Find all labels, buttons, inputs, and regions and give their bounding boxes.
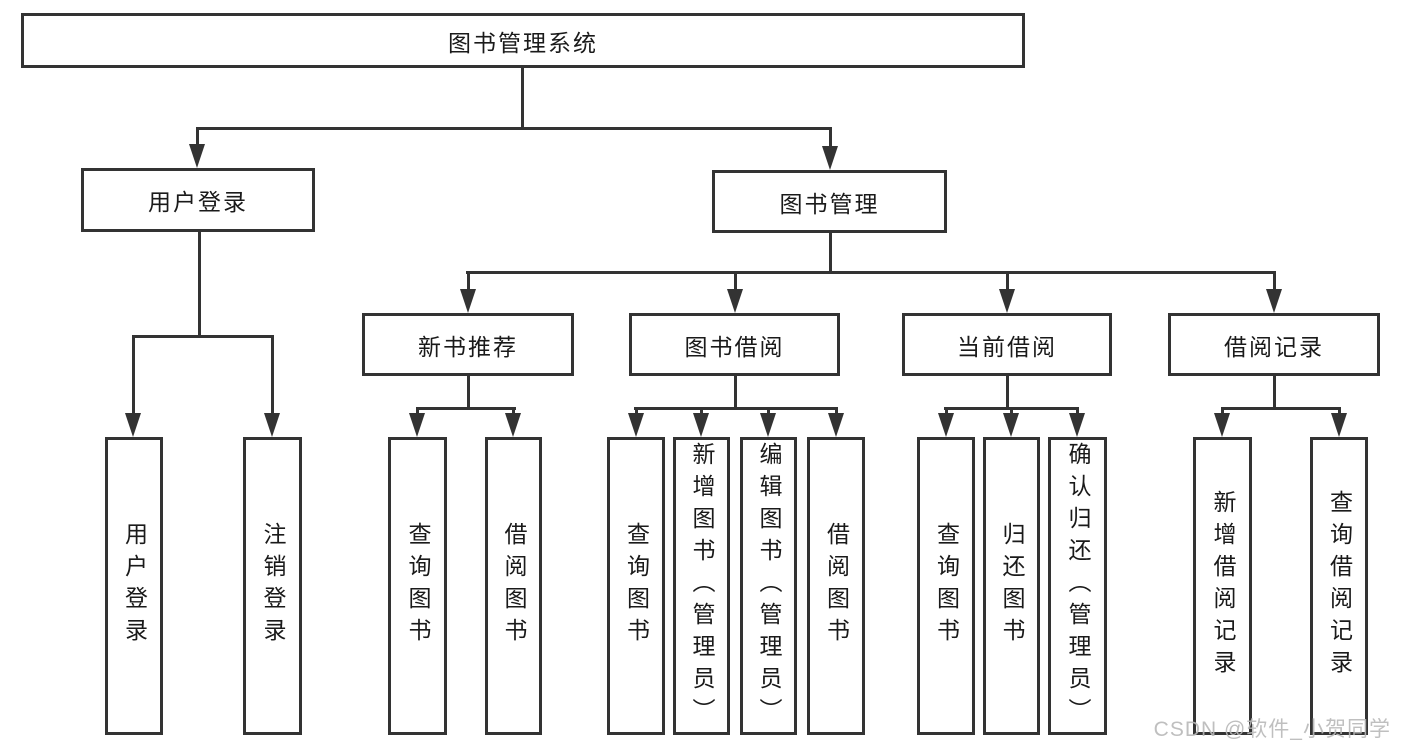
connector-line (1221, 407, 1341, 410)
connector-line (635, 407, 638, 417)
arrow-down-icon (828, 413, 844, 437)
arrow-down-icon (1331, 413, 1347, 437)
connector-line (196, 127, 832, 130)
arrow-down-icon (125, 413, 141, 437)
leaf-query-books-borrow-label: 查询图书 (623, 522, 650, 650)
node-book-management-label: 图书管理 (779, 190, 880, 217)
connector-line (829, 233, 832, 273)
leaf-add-borrow-record-label: 新增借阅记录 (1210, 490, 1236, 682)
leaf-add-book-admin: 新增图书（管理员） (673, 437, 730, 735)
arrow-down-icon (189, 144, 205, 168)
leaf-query-books-borrow: 查询图书 (607, 437, 665, 735)
arrow-down-icon (409, 413, 425, 437)
leaf-borrow-books: 借阅图书 (807, 437, 865, 735)
node-new-book-recommend-label: 新书推荐 (418, 333, 518, 360)
leaf-borrow-books-label: 借阅图书 (823, 522, 850, 650)
node-book-management: 图书管理 (712, 170, 947, 233)
node-new-book-recommend: 新书推荐 (362, 313, 574, 376)
arrow-down-icon (822, 146, 838, 170)
node-borrowing-records: 借阅记录 (1168, 313, 1380, 376)
connector-line (734, 271, 737, 293)
leaf-query-books-rec: 查询图书 (388, 437, 447, 735)
connector-line (416, 407, 516, 410)
leaf-borrow-books-rec: 借阅图书 (485, 437, 542, 735)
connector-line (829, 127, 832, 150)
arrow-down-icon (1069, 413, 1085, 437)
connector-line (1010, 407, 1013, 417)
leaf-user-login-label: 用户登录 (121, 522, 148, 650)
leaf-query-borrow-record: 查询借阅记录 (1310, 437, 1368, 735)
arrow-down-icon (628, 413, 644, 437)
arrow-down-icon (693, 413, 709, 437)
node-root: 图书管理系统 (21, 13, 1025, 68)
leaf-logout-label: 注销登录 (260, 522, 286, 650)
connector-line (1006, 271, 1009, 293)
connector-line (466, 271, 1276, 274)
arrow-down-icon (1003, 413, 1019, 437)
connector-line (1273, 271, 1276, 293)
arrow-down-icon (1214, 413, 1230, 437)
arrow-down-icon (727, 289, 743, 313)
leaf-query-books-rec-label: 查询图书 (405, 522, 431, 650)
connector-line (521, 68, 524, 128)
node-current-borrowing-label: 当前借阅 (957, 333, 1057, 360)
connector-line (700, 407, 703, 417)
arrow-down-icon (1266, 289, 1282, 313)
leaf-confirm-return-admin: 确认归还（管理员） (1048, 437, 1107, 735)
connector-line (132, 335, 135, 417)
arrow-down-icon (505, 413, 521, 437)
leaf-edit-book-admin-label: 编辑图书（管理员） (756, 442, 782, 730)
connector-line (416, 407, 419, 417)
watermark: CSDN @软件_小贺同学 (1153, 718, 1391, 741)
leaf-confirm-return-admin-label: 确认归还（管理员） (1065, 442, 1091, 730)
connector-line (1338, 407, 1341, 417)
node-user-login: 用户登录 (81, 168, 315, 232)
connector-line (512, 407, 515, 417)
node-current-borrowing: 当前借阅 (902, 313, 1112, 376)
connector-line (734, 376, 737, 409)
leaf-return-books: 归还图书 (983, 437, 1040, 735)
leaf-logout: 注销登录 (243, 437, 302, 735)
connector-line (1076, 407, 1079, 417)
leaf-edit-book-admin: 编辑图书（管理员） (740, 437, 797, 735)
connector-line (198, 232, 201, 338)
leaf-add-borrow-record: 新增借阅记录 (1193, 437, 1252, 735)
arrow-down-icon (999, 289, 1015, 313)
leaf-borrow-books-rec-label: 借阅图书 (501, 522, 527, 650)
arrow-down-icon (760, 413, 776, 437)
connector-line (196, 127, 199, 148)
arrow-down-icon (264, 413, 280, 437)
leaf-query-borrow-record-label: 查询借阅记录 (1326, 490, 1353, 682)
connector-line (1273, 376, 1276, 409)
connector-line (945, 407, 948, 417)
connector-line (271, 335, 274, 417)
leaf-query-books-current-label: 查询图书 (933, 522, 960, 650)
node-book-borrowing-label: 图书借阅 (684, 333, 785, 360)
arrow-down-icon (938, 413, 954, 437)
arrow-down-icon (460, 289, 476, 313)
leaf-return-books-label: 归还图书 (999, 522, 1025, 650)
connector-line (835, 407, 838, 417)
connector-line (767, 407, 770, 417)
node-borrowing-records-label: 借阅记录 (1224, 333, 1324, 360)
connector-line (467, 376, 470, 409)
connector-line (634, 407, 838, 410)
leaf-query-books-current: 查询图书 (917, 437, 975, 735)
connector-line (1006, 376, 1009, 409)
leaf-user-login: 用户登录 (105, 437, 163, 735)
connector-line (132, 335, 274, 338)
leaf-add-book-admin-label: 新增图书（管理员） (689, 442, 715, 730)
connector-line (1221, 407, 1224, 417)
node-book-borrowing: 图书借阅 (629, 313, 840, 376)
node-root-label: 图书管理系统 (448, 29, 598, 56)
connector-line (467, 271, 470, 293)
node-user-login-label: 用户登录 (148, 189, 248, 215)
